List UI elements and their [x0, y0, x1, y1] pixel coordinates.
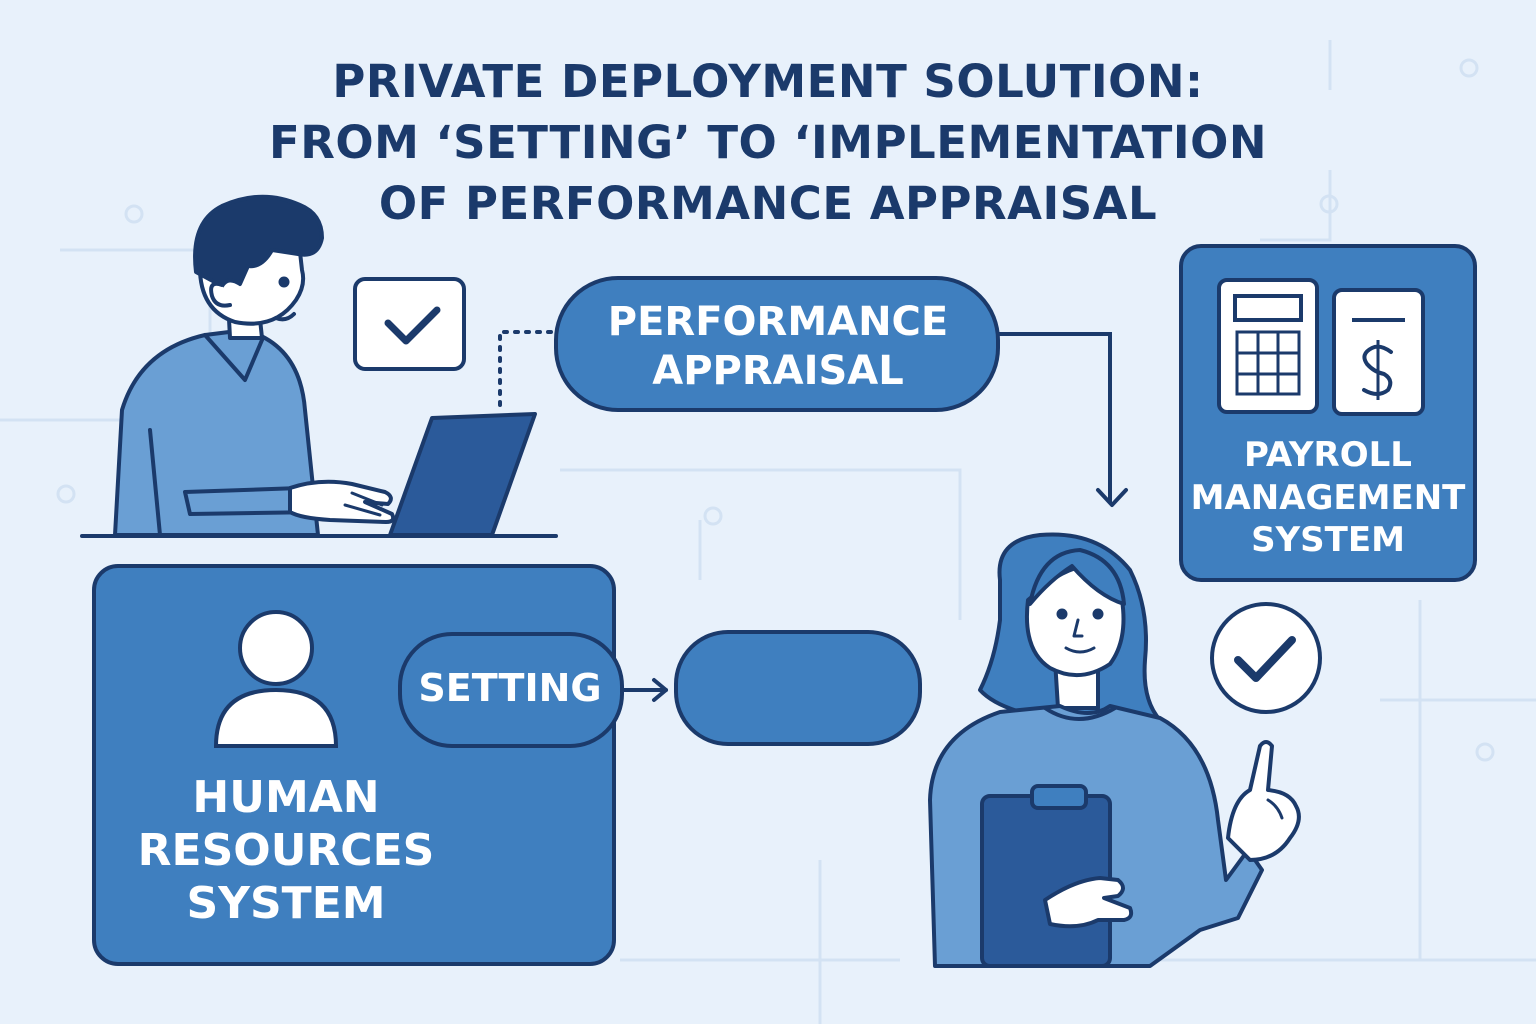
performance-appraisal-label: PERFORMANCE APPRAISAL	[560, 298, 996, 396]
diagram-title: PRIVATE DEPLOYMENT SOLUTION: FROM ‘SETTI…	[168, 52, 1368, 234]
title-line-1: PRIVATE DEPLOYMENT SOLUTION:	[332, 55, 1204, 108]
woman-with-clipboard-illustration	[928, 532, 1301, 968]
checkbox-check-icon	[353, 277, 466, 371]
man-hair	[193, 194, 324, 288]
empty-pill	[674, 630, 922, 746]
human-resources-line-3: SYSTEM	[186, 877, 386, 929]
laptop-screen	[388, 412, 537, 537]
background-pattern	[0, 40, 1536, 1024]
calculator-icon	[1217, 278, 1319, 414]
setting-text: SETTING	[418, 666, 602, 710]
user-icon	[213, 610, 339, 748]
setting-arrow	[620, 678, 668, 702]
payroll-line-3: SYSTEM	[1251, 520, 1405, 560]
performance-to-woman-arrow	[998, 332, 1112, 503]
payroll-label: PAYROLL MANAGEMENT SYSTEM	[1183, 434, 1473, 562]
human-resources-label: HUMAN RESOURCES SYSTEM	[96, 772, 476, 930]
setting-label: SETTING	[402, 666, 618, 712]
title-line-3: OF PERFORMANCE APPRAISAL	[378, 176, 1158, 230]
human-resources-line-2: RESOURCES	[137, 824, 435, 876]
circle-check-icon	[1210, 602, 1322, 714]
performance-appraisal-line-2: APPRAISAL	[652, 347, 904, 394]
man-torso	[113, 328, 320, 537]
dollar-document-icon	[1332, 288, 1425, 416]
performance-appraisal-pill	[554, 276, 1000, 412]
title-line-2: FROM ‘SETTING’ TO ‘IMPLEMENTATION	[268, 115, 1268, 169]
payroll-line-1: PAYROLL	[1244, 435, 1412, 475]
payroll-line-2: MANAGEMENT	[1190, 477, 1466, 518]
dotted-connector	[498, 330, 558, 407]
human-resources-line-1: HUMAN	[192, 772, 380, 823]
performance-appraisal-line-1: PERFORMANCE	[607, 299, 949, 345]
man-at-laptop-illustration	[80, 194, 558, 538]
pointing-hand	[1226, 740, 1301, 862]
